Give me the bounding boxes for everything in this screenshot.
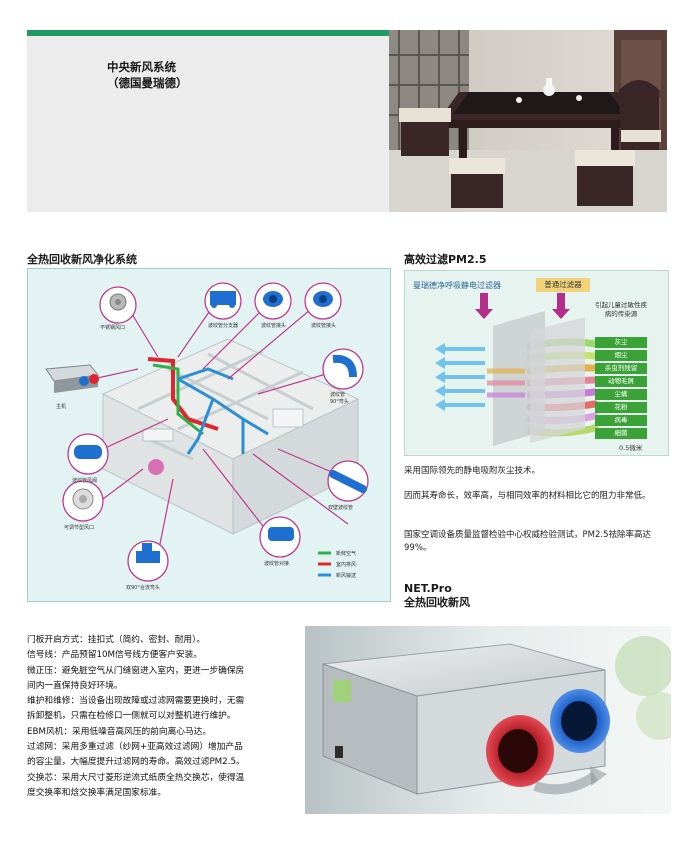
pm-description-1: 采用国际领先的静电吸附灰尘技术。 [404,466,541,476]
header-panel: 中央新风系统 （德国曼瑞德） [27,30,389,212]
pm-filter-panel: 曼瑞德净呼吸静电过滤器 普通过滤器 引起儿童过敏性疾病的传染源 灰尘 烟尘 杀虫… [404,270,669,456]
label-elbow90: 波纹管 90°弯头 [330,392,349,405]
feature-line: EBM风机：采用低噪音高风压的前向离心马达。 [27,726,212,737]
allergen-item: 烟尘 [595,350,647,361]
allergen-item: 动物毛屑 [595,376,647,387]
allergen-item: 灰尘 [595,337,647,348]
feature-list: 门板开启方式：挂扣式（简约、密封、耐用）。 信号线：产品预留10M信号线方便客户… [27,633,299,801]
feature-line: 的容尘量，大幅度提升过滤网的寿命。高效过滤PM2.5。 [27,757,245,768]
page-title: 中央新风系统 [107,60,176,74]
page-subtitle: （德国曼瑞德） [107,76,188,90]
product-title: NET.Pro 全热回收新风 [404,582,470,610]
product-subtitle: 全热回收新风 [404,596,470,609]
feature-line: 过滤网：采用多重过滤（纱网+亚高效过滤网）增加产品 [27,742,243,753]
system-diagram: 不锈钢风口 波纹管分支器 波纹管接头 波纹管接头 波纹管 90°弯头 主机 波纹… [27,268,391,602]
label-duct-head: 波纹管接头 [311,323,337,329]
label-connector: 波纹管接头 [261,323,287,329]
label-stainless-vent: 不锈钢风口 [100,325,126,331]
pm-description-3: 国家空调设备质量监督检验中心权威检验测试，PM2.5祛除率高达99%。 [404,530,651,553]
system-section-title: 全热回收新风净化系统 [27,253,137,266]
product-name: NET.Pro [404,582,452,595]
feature-line: 度交换率和焓交换率满足国家标准。 [27,787,166,798]
label-duct-pair: 波纹管对接 [264,561,290,567]
feature-line: 维护和维修：当设备出现故障或过滤网需要更换时，无需 [27,696,245,707]
allergen-item: 细菌 [595,428,647,439]
legend-supply: 新风输送 [336,573,357,579]
allergen-item: 病毒 [595,415,647,426]
label-duct-flange: 波纹管风阀 [72,478,98,484]
feature-line: 间内一直保持良好环境。 [27,680,123,691]
header-accent-bar [27,30,389,36]
feature-line: 拆卸整机，只需在检修口一侧就可以对整机进行维护。 [27,711,236,722]
feature-line: 门板开启方式：挂扣式（简约、密封、耐用）。 [27,635,206,645]
allergen-item: 花粉 [595,402,647,413]
allergen-list-title: 引起儿童过敏性疾病的传染源 [595,301,647,318]
legend-exhaust: 室内排风 [336,562,357,568]
product-image [305,626,671,814]
pm-section-title: 高效过滤PM2.5 [404,253,487,266]
label-adjustable-vent: 可调节型风口 [64,525,95,531]
interior-photo [389,30,667,212]
allergen-item: 杀虫剂残留 [595,363,647,374]
esp-filter-label: 曼瑞德净呼吸静电过滤器 [413,281,501,290]
label-y90: 双90°合流弯头 [126,585,160,591]
feature-line: 微正压：避免脏空气从门缝窗进入室内，更进一步确保房 [27,665,245,676]
feature-line: 交换芯：采用大尺寸菱形逆流式纸质全热交换芯，使得温 [27,772,245,783]
label-main-unit: 主机 [56,404,67,410]
feature-line: 信号线：产品预留10M信号线方便客户安装。 [27,650,202,661]
label-double-duct: 双壁波纹管 [328,505,354,511]
allergen-item: 尘螨 [595,389,647,400]
normal-filter-label: 普通过滤器 [536,278,590,292]
label-split-box: 波纹管分支器 [208,323,239,329]
legend-fresh-air: 新鲜空气 [336,551,357,557]
particle-size-label: 0.5微米 [619,444,643,452]
pm-description-2: 因而其寿命长，效率高，与相同效率的材料相比它的阻力非常低。 [404,491,651,501]
